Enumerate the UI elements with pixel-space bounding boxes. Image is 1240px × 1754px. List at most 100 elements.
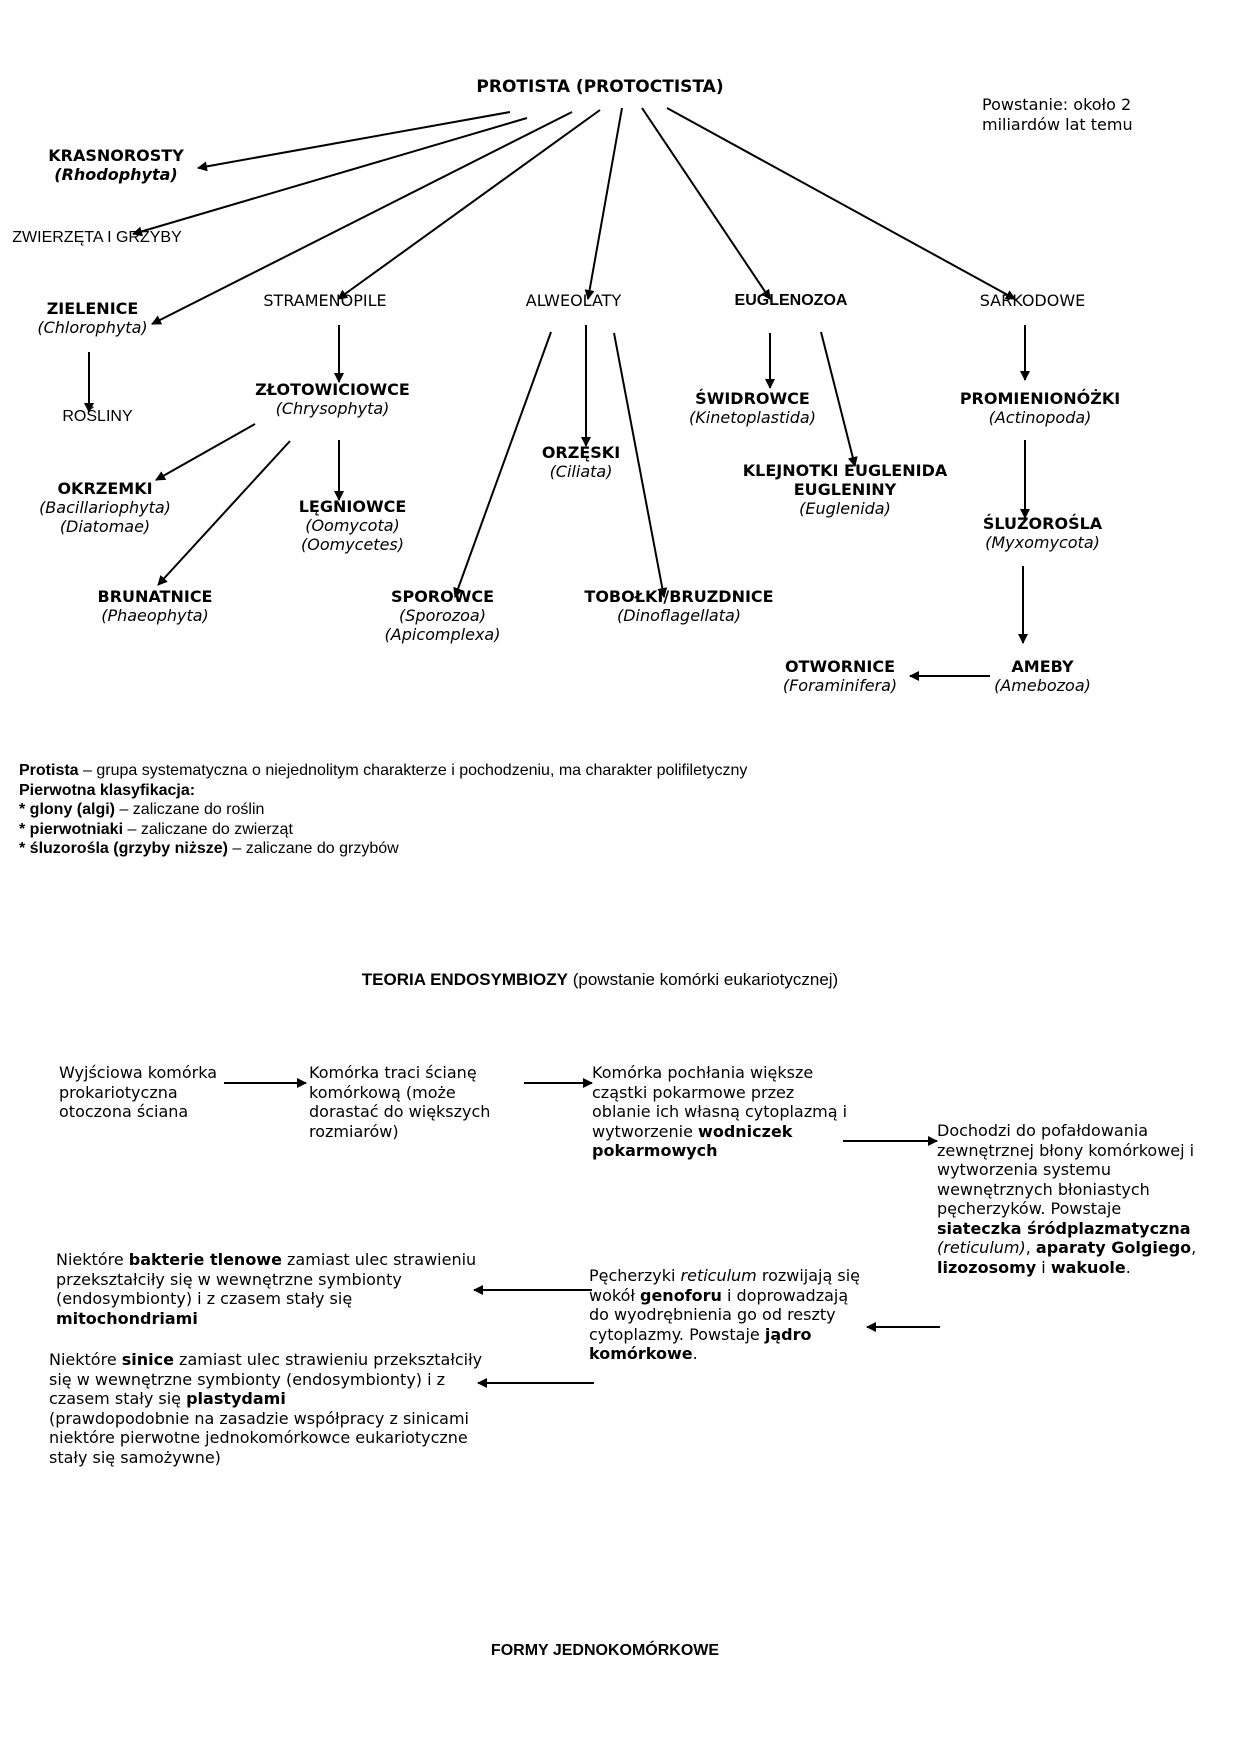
- footer-title: FORMY JEDNOKOMÓRKOWE: [490, 1642, 720, 1659]
- arrow-root-stramenopile: [337, 109, 601, 300]
- step-4-line: wewnętrznych błoniastych: [937, 1179, 1150, 1199]
- step-5-bold: genoforu: [640, 1285, 722, 1305]
- node-ameby-latin: (Amebozoa): [994, 676, 1091, 695]
- step-5-line: cytoplazmy. Powstaje jądro: [589, 1325, 860, 1345]
- node-okrzemki: OKRZEMKI (Bacillariophyta) (Diatomae): [30, 479, 180, 536]
- node-okrzemki-latin2: (Diatomae): [59, 517, 151, 536]
- protista-definition: Protista – grupa systematyczna o niejedn…: [19, 761, 747, 859]
- bullet: *: [19, 820, 30, 838]
- node-sluzorosla: ŚLUZOROŚLA (Myxomycota): [970, 514, 1115, 552]
- node-brunatnice-name: BRUNATNICE: [97, 587, 213, 606]
- origin-note-line2: miliardów lat temu: [982, 115, 1133, 134]
- node-krasnorosty-latin: (Rhodophyta): [54, 165, 178, 184]
- step-7-text: czasem stały się: [49, 1389, 187, 1408]
- step-3-text: wytworzenie: [592, 1121, 699, 1141]
- node-rosliny: ROŚLINY: [62, 408, 133, 425]
- node-sporowce-name: SPOROWCE: [390, 587, 495, 606]
- step-1-line: otoczona ściana: [59, 1102, 189, 1121]
- node-sporowce: SPOROWCE (Sporozoa) (Apicomplexa): [370, 587, 515, 644]
- classification-item-rest: – zaliczane do zwierząt: [123, 820, 293, 838]
- node-promienionozki-latin: (Actinopoda): [988, 408, 1092, 427]
- step-2-line: rozmiarów): [309, 1121, 399, 1141]
- classification-item-bold: glony (algi): [29, 801, 115, 818]
- step-6-line: (endosymbionty) i z czasem stały się: [56, 1289, 353, 1308]
- arrow-euglenozoa-klejnotki: [820, 331, 858, 467]
- node-legniowce-latin2: (Oomycetes): [300, 535, 404, 554]
- step-2-line: Komórka traci ścianę: [309, 1063, 477, 1082]
- node-tobolki-latin: (Dinoflagellata): [616, 606, 742, 625]
- arrow-root-zwierzeta: [132, 117, 528, 237]
- step-2-line: komórkową (może: [309, 1082, 456, 1102]
- step-3: Komórka pochłania większe cząstki pokarm…: [592, 1063, 847, 1161]
- step-5-text: .: [692, 1344, 698, 1363]
- step-5-bold: jądro: [764, 1324, 812, 1344]
- root-title: PROTISTA (PROTOCTISTA): [476, 77, 724, 97]
- step-5-italic: reticulum: [680, 1266, 757, 1285]
- arrow-root-euglenozoa: [641, 107, 771, 300]
- endosymbiosis-title: TEORIA ENDOSYMBIOZY (powstanie komórki e…: [200, 970, 1000, 990]
- definition-text: – grupa systematyczna o niejednolitym ch…: [78, 762, 748, 779]
- step-5-line: do wyodrębnienia go od reszty: [589, 1305, 836, 1324]
- node-klejnotki-name2: EUGLENINY: [793, 480, 897, 499]
- bullet: *: [19, 801, 30, 818]
- node-alweolaty: ALWEOLATY: [525, 291, 622, 310]
- node-promienionozki-name: PROMIENIONÓŻKI: [959, 389, 1121, 408]
- arrow-root-sarkodowe: [666, 107, 1016, 300]
- step-7-text: zamiast ulec strawieniu przekształciły: [173, 1350, 483, 1369]
- node-swidrowce-latin: (Kinetoplastida): [689, 408, 816, 427]
- classification-item-bold: śluzorośla (grzyby niższe): [29, 840, 228, 857]
- node-sporowce-latin1: (Sporozoa): [399, 606, 486, 625]
- step-6-line: mitochondriami: [56, 1308, 198, 1328]
- node-krasnorosty-name: KRASNOROSTY: [48, 146, 184, 165]
- arrow-alweolaty-tobolki: [613, 332, 668, 598]
- node-tobolki-name: TOBOŁKI/BRUZDNICE: [584, 587, 774, 606]
- step-5-text: wokół: [589, 1285, 640, 1305]
- classification-item-rest: – zaliczane do grzybów: [227, 840, 399, 857]
- node-otwornice-latin: (Foraminifera): [782, 676, 898, 695]
- step-4-line: zewnętrznej błony komórkowej i: [937, 1140, 1195, 1160]
- node-otwornice: OTWORNICE (Foraminifera): [770, 657, 910, 695]
- node-brunatnice-latin: (Phaeophyta): [101, 606, 209, 625]
- origin-note-line1: Powstanie: około 2: [982, 95, 1132, 114]
- step-6-text: Niektóre: [56, 1250, 129, 1269]
- arrow-alweolaty-sporowce: [453, 331, 552, 598]
- step-4-text: .: [1125, 1257, 1131, 1277]
- step-5-text: Pęcherzyki: [589, 1266, 681, 1285]
- step-6-text: zamiast ulec strawieniu: [281, 1250, 477, 1269]
- step-6-line: przekształciły się w wewnętrzne symbiont…: [56, 1269, 402, 1289]
- arrow-zlotowiciowce-okrzemki: [155, 423, 256, 481]
- node-legniowce-latin1: (Oomycota): [305, 516, 400, 535]
- node-legniowce: LĘGNIOWCE (Oomycota) (Oomycetes): [280, 497, 425, 554]
- node-zwierzeta: ZWIERZĘTA I GRZYBY: [12, 229, 182, 246]
- classification-item: * pierwotniaki – zaliczane do zwierząt: [19, 820, 747, 840]
- arrow-root-krasnorosty: [197, 111, 511, 172]
- node-brunatnice: BRUNATNICE (Phaeophyta): [85, 587, 225, 625]
- bullet: *: [19, 840, 30, 857]
- classification-item: * glony (algi) – zaliczane do roślin: [19, 800, 747, 820]
- classification-item: * śluzorośla (grzyby niższe) – zaliczane…: [19, 839, 747, 859]
- step-7-line: stały się samożywne): [49, 1447, 221, 1467]
- node-tobolki: TOBOŁKI/BRUZDNICE (Dinoflagellata): [570, 587, 788, 625]
- node-orzeski: ORZĘSKI (Ciliata): [525, 443, 637, 481]
- endosymbiosis-title-bold: TEORIA ENDOSYMBIOZY: [361, 970, 568, 989]
- step-1: Wyjściowa komórka prokariotyczna otoczon…: [59, 1063, 217, 1122]
- step-6-line: Niektóre bakterie tlenowe zamiast ulec s…: [56, 1250, 476, 1270]
- node-swidrowce-name: ŚWIDROWCE: [695, 389, 810, 408]
- step-4-line: pęcherzyków. Powstaje: [937, 1199, 1122, 1218]
- origin-note: Powstanie: około 2 miliardów lat temu: [982, 95, 1133, 135]
- arrow-root-alweolaty: [584, 107, 623, 300]
- arrow-zlotowiciowce-brunatnice: [157, 440, 291, 586]
- node-sarkodowe: SARKODOWE: [979, 291, 1086, 310]
- step-7-bold: sinice: [121, 1350, 174, 1369]
- step-6: Niektóre bakterie tlenowe zamiast ulec s…: [56, 1250, 476, 1328]
- step-3-line: oblanie ich własną cytoplazmą i: [592, 1102, 848, 1121]
- node-krasnorosty: KRASNOROSTY (Rhodophyta): [26, 146, 206, 184]
- step-3-line: wytworzenie wodniczek: [592, 1122, 847, 1142]
- step-4-text: ,: [1191, 1238, 1197, 1257]
- node-orzeski-latin: (Ciliata): [549, 462, 613, 481]
- step-4-bold: aparaty Golgiego: [1035, 1238, 1192, 1257]
- step-2: Komórka traci ścianę komórkową (może dor…: [309, 1063, 490, 1141]
- step-3-line: Komórka pochłania większe: [592, 1063, 814, 1082]
- endosymbiosis-title-rest: (powstanie komórki eukariotycznej): [568, 970, 839, 989]
- step-4-text: i: [1036, 1257, 1051, 1277]
